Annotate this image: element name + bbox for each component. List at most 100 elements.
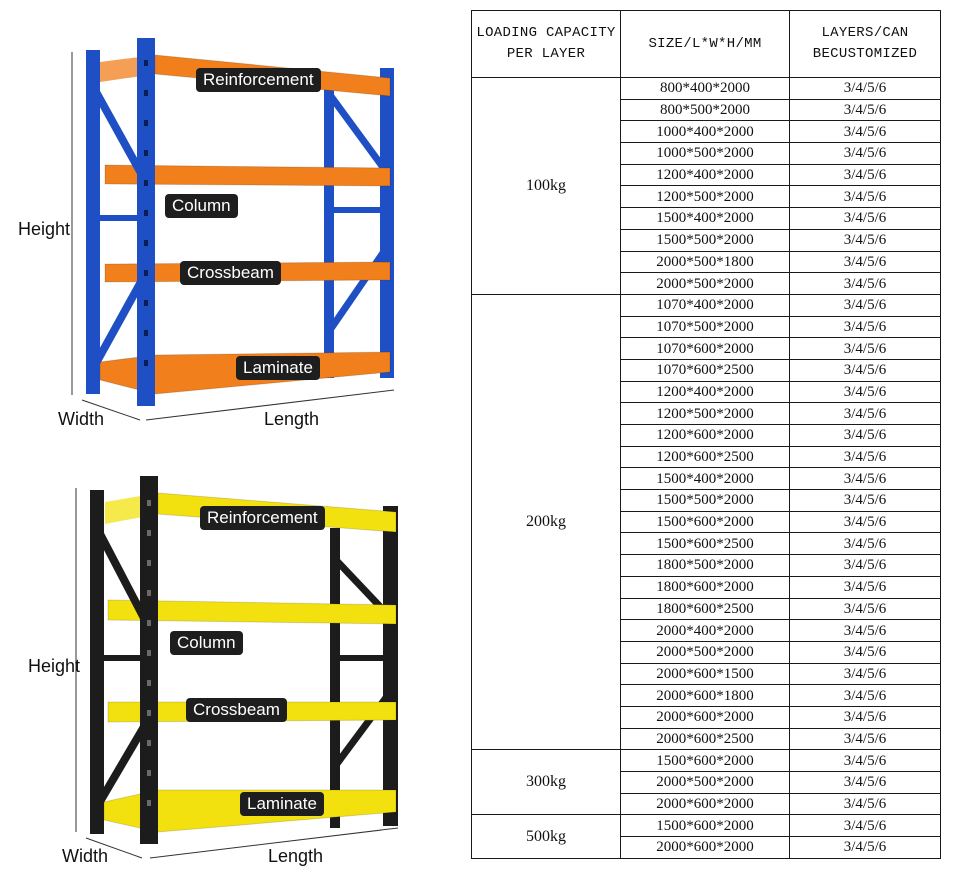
size-cell: 1200*500*2000: [620, 402, 790, 425]
size-cell: 1800*500*2000: [620, 554, 790, 577]
layers-cell: 3/4/5/6: [789, 402, 941, 425]
width-label: Width: [62, 846, 109, 866]
rack-back-upright: [380, 68, 394, 378]
rack-front-upright: [86, 50, 100, 394]
size-cell: 2000*400*2000: [620, 619, 790, 642]
size-cell: 1000*500*2000: [620, 142, 790, 165]
height-label: Height: [28, 656, 81, 676]
layers-cell: 3/4/5/6: [789, 315, 941, 339]
size-cell: 2000*500*2000: [620, 640, 790, 664]
header-line: PER LAYER: [506, 46, 586, 62]
capacity-cell: 300kg: [471, 749, 621, 816]
layers-cell: 3/4/5/6: [789, 207, 941, 230]
layers-cell: 3/4/5/6: [789, 272, 941, 295]
header-line: LAYERS/CAN: [821, 25, 909, 41]
laminate-callout: Laminate: [240, 792, 324, 816]
layers-cell: 3/4/5/6: [789, 510, 941, 534]
layers-cell: 3/4/5/6: [789, 120, 941, 144]
capacity-cell: 500kg: [471, 814, 621, 859]
rack-back-brace: [327, 92, 388, 173]
rack-shelf-2: [107, 599, 397, 625]
layers-cell: 3/4/5/6: [789, 814, 941, 838]
layers-cell: 3/4/5/6: [789, 575, 941, 599]
layers-cell: 3/4/5/6: [789, 684, 941, 707]
size-cell: 2000*600*1500: [620, 662, 790, 686]
layers-cell: 3/4/5/6: [789, 554, 941, 577]
size-cell: 2000*500*2000: [620, 272, 790, 295]
rack-front-upright: [90, 490, 104, 834]
size-cell: 1070*500*2000: [620, 315, 790, 339]
size-cell: 2000*600*1800: [620, 684, 790, 707]
layers-cell: 3/4/5/6: [789, 792, 941, 816]
rack-front-brace: [94, 722, 149, 808]
layers-cell: 3/4/5/6: [789, 98, 941, 122]
layers-cell: 3/4/5/6: [789, 662, 941, 686]
layers-cell: 3/4/5/6: [789, 337, 941, 360]
layers-cell: 3/4/5/6: [789, 445, 941, 469]
size-cell: 2000*600*2000: [620, 792, 790, 816]
layers-cell: 3/4/5/6: [789, 142, 941, 165]
crossbeam-callout: Crossbeam: [180, 261, 281, 285]
rack-front-upright: [137, 38, 155, 406]
header-layers: LAYERS/CAN BECUSTOMIZED: [789, 10, 941, 78]
size-cell: 800*500*2000: [620, 98, 790, 122]
layers-cell: 3/4/5/6: [789, 532, 941, 556]
size-cell: 1000*400*2000: [620, 120, 790, 144]
rack-back-upright: [324, 78, 334, 378]
rack-back-upright: [330, 528, 340, 828]
size-cell: 1070*600*2500: [620, 358, 790, 382]
crossbeam-callout: Crossbeam: [186, 698, 287, 722]
size-cell: 1800*600*2500: [620, 597, 790, 621]
rack-front-brace: [91, 88, 146, 177]
layers-cell: 3/4/5/6: [789, 250, 941, 274]
height-label: Height: [18, 219, 71, 239]
size-cell: 2000*600*2500: [620, 727, 790, 751]
rack-front-brace: [94, 528, 149, 622]
size-cell: 800*400*2000: [620, 77, 790, 100]
capacity-cell: 200kg: [471, 293, 621, 751]
size-cell: 1800*600*2000: [620, 575, 790, 599]
width-dimension-line: [81, 399, 141, 421]
size-cell: 1500*600*2000: [620, 749, 790, 772]
layers-cell: 3/4/5/6: [789, 489, 941, 512]
size-cell: 1500*600*2000: [620, 814, 790, 838]
size-cell: 1500*400*2000: [620, 467, 790, 491]
size-cell: 2000*600*2000: [620, 836, 790, 859]
laminate-callout: Laminate: [236, 356, 320, 380]
header-line: BECUSTOMIZED: [812, 46, 918, 62]
layers-cell: 3/4/5/6: [789, 380, 941, 404]
layers-cell: 3/4/5/6: [789, 640, 941, 664]
length-dimension-line: [149, 827, 399, 859]
layers-cell: 3/4/5/6: [789, 358, 941, 382]
size-cell: 1500*600*2000: [620, 510, 790, 534]
layers-cell: 3/4/5/6: [789, 771, 941, 794]
layers-cell: 3/4/5/6: [789, 727, 941, 751]
layers-cell: 3/4/5/6: [789, 163, 941, 187]
length-label: Length: [264, 409, 320, 429]
layers-cell: 3/4/5/6: [789, 705, 941, 729]
size-cell: 1200*600*2000: [620, 424, 790, 447]
header-size: SIZE/L*W*H/MM: [620, 10, 790, 78]
size-cell: 1200*400*2000: [620, 163, 790, 187]
size-cell: 1500*500*2000: [620, 489, 790, 512]
